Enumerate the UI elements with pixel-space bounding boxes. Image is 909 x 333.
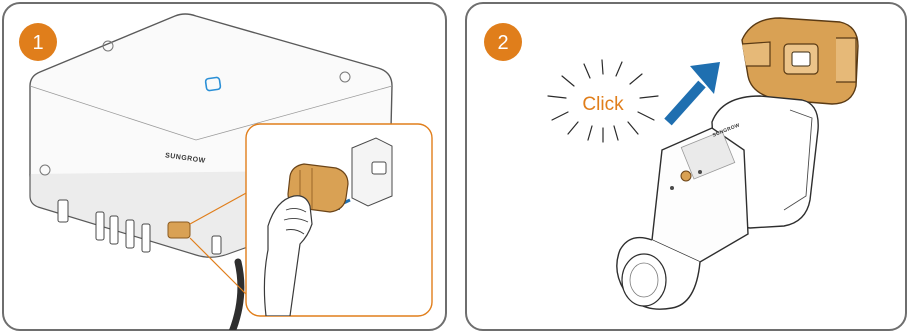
step-number-1: 1	[32, 32, 43, 54]
connector-icon	[212, 236, 221, 254]
connector-icon	[110, 216, 118, 244]
screw-icon	[670, 186, 674, 190]
removed-cover	[742, 18, 858, 104]
step-number-2: 2	[497, 32, 508, 54]
rj45-port-icon	[792, 52, 810, 66]
connector-icon	[126, 220, 134, 248]
click-callout: Click	[582, 94, 624, 115]
rj45-port-icon	[372, 162, 386, 174]
cover-tab-right	[836, 38, 856, 82]
connector-icon	[58, 200, 68, 222]
plug-nose-face	[622, 254, 666, 306]
connector-icon	[142, 224, 150, 252]
connector-icon	[96, 212, 104, 240]
panel-1: SUNGROW	[3, 3, 446, 332]
detail-inset	[246, 124, 432, 316]
panel-2: Click SUNGROW	[466, 3, 906, 330]
screw-icon	[698, 170, 702, 174]
plug-latch-icon	[681, 171, 691, 181]
cover-tab-left	[742, 42, 770, 66]
com-cover-icon	[168, 222, 190, 238]
